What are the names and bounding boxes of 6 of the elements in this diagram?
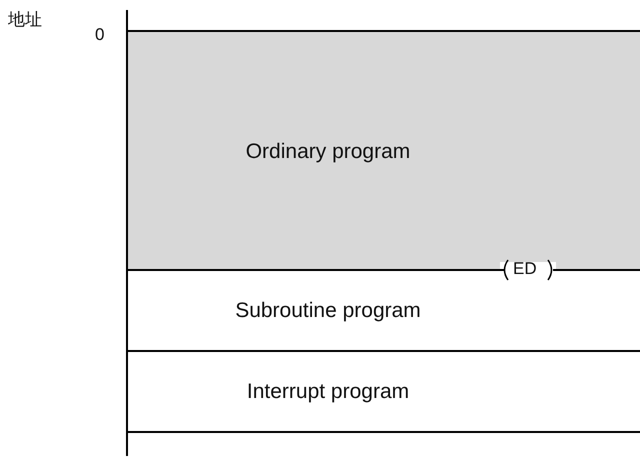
address-value: 0 (95, 25, 104, 45)
instruction-label: ED (513, 259, 537, 279)
band-label: Ordinary program (246, 140, 410, 164)
address-heading: 地址 (8, 9, 42, 31)
band-label: Interrupt program (246, 380, 410, 404)
band-label: Subroutine program (235, 299, 421, 323)
